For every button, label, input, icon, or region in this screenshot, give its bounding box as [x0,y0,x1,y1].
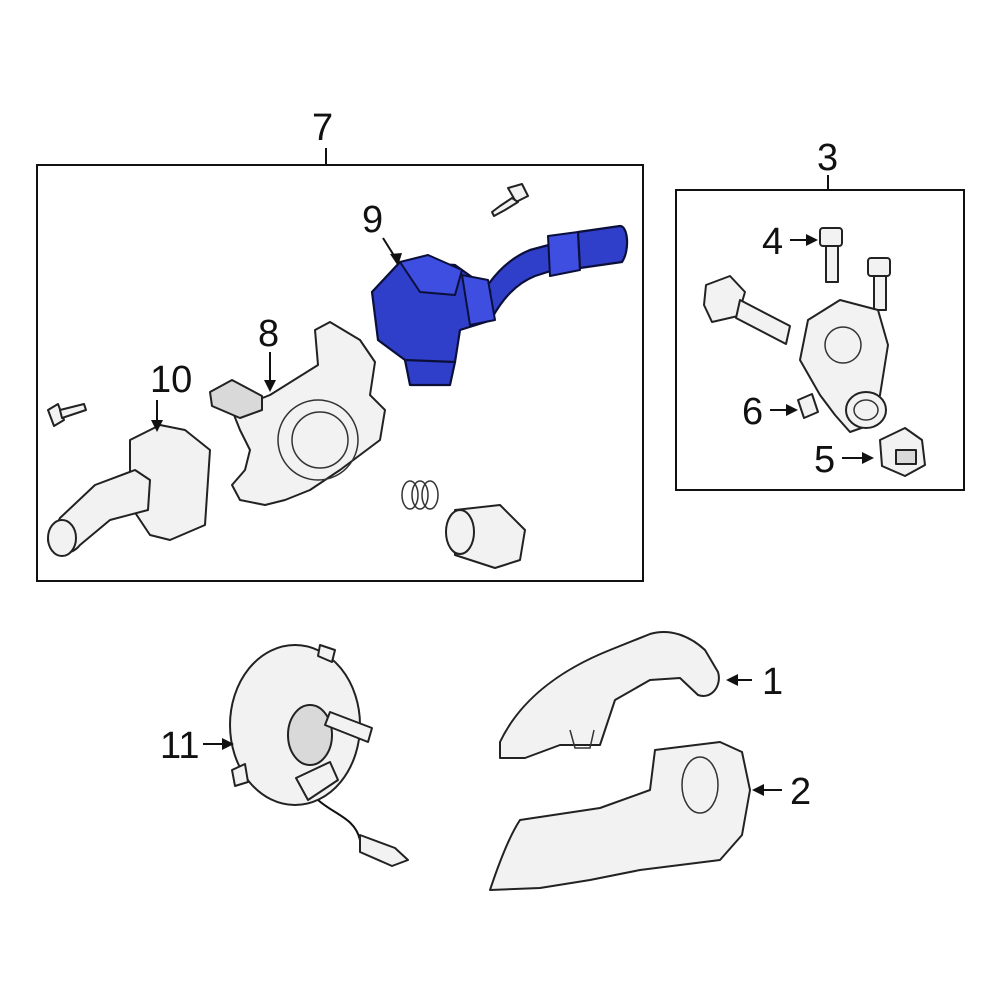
housing-inner-bore [291,411,349,469]
bolt-4-shank [825,245,839,283]
group-3: 3 [675,137,965,491]
bolt-second-shank [873,275,887,311]
housing-bore [277,399,359,481]
arrow-8 [264,380,276,392]
switch-connector [403,358,457,387]
arrow-11 [222,738,234,750]
part-11-clock-spring[interactable] [229,644,409,867]
upper-cover-shell [499,631,720,759]
screw-left [47,403,87,427]
clip-6 [797,393,819,419]
clock-spring-plug [359,834,409,867]
screw-left-shank [59,403,87,419]
switch-top-face [399,254,463,296]
arrow-4 [806,234,818,246]
screw-head [507,183,529,203]
group-7-frame [36,164,644,582]
callout-2[interactable]: 2 [790,771,811,813]
bolt-second [867,257,891,311]
housing-tab [209,379,263,419]
arrow-1 [726,674,738,686]
callout-11[interactable]: 11 [160,725,199,767]
ignition-switch-plug [895,449,917,465]
arrow-2 [752,784,764,796]
bolt-second-head [867,257,891,277]
clock-spring-lead [324,711,373,743]
upper-cover-notch [569,729,595,749]
spring [401,480,439,510]
callout-5[interactable]: 5 [814,439,835,481]
part-8-switch-housing[interactable] [209,321,386,506]
lower-cover-opening [681,756,719,814]
callout-4[interactable]: 4 [762,221,783,263]
callout-8[interactable]: 8 [258,313,279,355]
arrow-9 [390,253,402,266]
housing-body [231,321,386,506]
group-3-frame [675,189,965,491]
lower-cover-shell [489,741,751,891]
callout-6[interactable]: 6 [742,391,763,433]
part-10-light-switch[interactable] [47,424,211,557]
screw-top [491,183,529,217]
group-7: 7 [36,107,644,582]
lever-tip [576,224,629,270]
lever-collar [547,231,581,277]
lock-housing-barrel [845,391,887,429]
clock-spring-tab-top [317,644,336,663]
lock-housing-bore [824,326,862,364]
arrow-10 [151,420,163,432]
key-blade [735,299,791,345]
clock-spring-wire [317,799,361,841]
switch-side-clip [461,274,496,326]
part-9-combination-switch[interactable] [370,224,629,387]
callout-7[interactable]: 7 [312,107,333,149]
callout-3[interactable]: 3 [817,137,838,179]
part-5-ignition-switch[interactable] [879,427,926,477]
part-6-clip[interactable] [797,393,819,419]
light-switch-knob [47,519,77,557]
spring-coil-2 [411,480,429,510]
arrow-6 [786,404,798,416]
cylinder-sleeve [445,504,526,569]
callout-9[interactable]: 9 [362,199,383,241]
clock-spring-tab-left [231,763,249,787]
light-switch-body [129,424,211,541]
spring-coil-3 [421,480,439,510]
callout-1[interactable]: 1 [762,661,783,703]
part-2-lower-cover[interactable] [489,741,751,891]
ignition-lock-housing [799,299,889,433]
part-1-upper-cover[interactable] [499,631,720,759]
clock-spring-connector [295,761,339,801]
screw-shank [491,197,519,217]
part-4-bolt[interactable] [819,227,843,283]
sleeve-end [445,509,475,555]
lock-housing-barrel-inner [853,399,879,421]
spring-coil-1 [401,480,419,510]
callout-10[interactable]: 10 [150,359,192,401]
clock-spring-center [287,704,333,766]
arrow-5 [862,452,874,464]
bolt-4-head [819,227,843,247]
key [703,275,791,345]
